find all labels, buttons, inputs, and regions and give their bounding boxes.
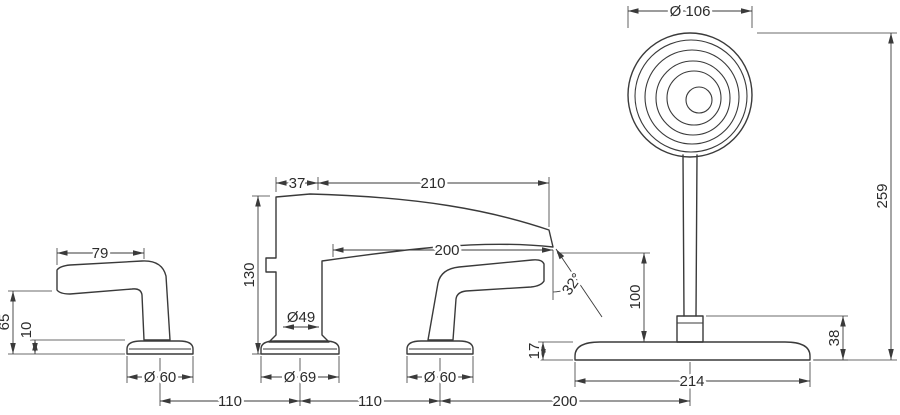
dim-label-spout-reach: 200 xyxy=(434,242,459,259)
extension-lines xyxy=(8,6,897,406)
dimension-lines xyxy=(10,8,894,404)
shower-head-outer-circle xyxy=(627,32,753,158)
dim-label-diverter-base-diameter: Ø 60 xyxy=(424,369,457,386)
shower-handle-left xyxy=(682,154,685,317)
dim-label-total-height: 259 xyxy=(874,183,891,208)
dim-label-handle-base-diameter: Ø 60 xyxy=(144,369,177,386)
dim-label-spout-angle: 32° xyxy=(559,270,586,298)
shower-head-ring-4 xyxy=(666,70,722,126)
shower-head-ring-3 xyxy=(655,60,731,136)
angle-arc xyxy=(552,283,578,293)
diverter-handle-base xyxy=(406,340,474,355)
dim-label-spout-height: 130 xyxy=(241,262,258,287)
dim-label-spout-base-diameter: Ø 69 xyxy=(284,369,317,386)
left-handle xyxy=(56,260,194,355)
dim-label-shower-hose-height: 38 xyxy=(826,330,843,347)
dim-label-shower-diameter: Ø 106 xyxy=(670,3,711,20)
shower-head-ring-2 xyxy=(644,49,740,145)
diverter-handle xyxy=(406,259,545,355)
dim-label-handle-base-height: 10 xyxy=(18,322,35,339)
spout-base xyxy=(260,340,340,355)
shower-head-jet-circle xyxy=(685,86,713,114)
shower-head-ring-1 xyxy=(634,39,748,153)
left-handle-lever xyxy=(56,260,171,341)
hand-shower xyxy=(574,32,811,361)
dim-label-spout-body-diameter: Ø49 xyxy=(287,309,315,326)
dim-label-shower-base-width: 214 xyxy=(679,373,704,390)
shower-hose-connector xyxy=(676,315,704,343)
shower-base-plate xyxy=(574,341,811,361)
dim-label-spacing-diverter-shower: 200 xyxy=(552,393,577,410)
dim-label-spout-back-offset: 37 xyxy=(289,175,306,192)
diverter-handle-lever xyxy=(427,259,545,341)
dim-label-handle-height: 65 xyxy=(0,314,13,331)
dim-label-handle-lever-length: 79 xyxy=(92,245,109,262)
spout xyxy=(260,193,554,355)
dim-label-spout-top-length: 210 xyxy=(420,175,445,192)
dim-label-outlet-height: 100 xyxy=(627,284,644,309)
dim-label-spacing-handle-spout: 110 xyxy=(218,393,242,410)
shower-handle-right xyxy=(695,154,698,317)
dim-label-spacing-spout-diverter: 110 xyxy=(358,393,382,410)
angle-leader-line xyxy=(555,248,603,318)
left-handle-base xyxy=(126,340,194,355)
spout-body xyxy=(265,193,554,343)
dim-label-shower-base-height: 17 xyxy=(526,343,543,360)
